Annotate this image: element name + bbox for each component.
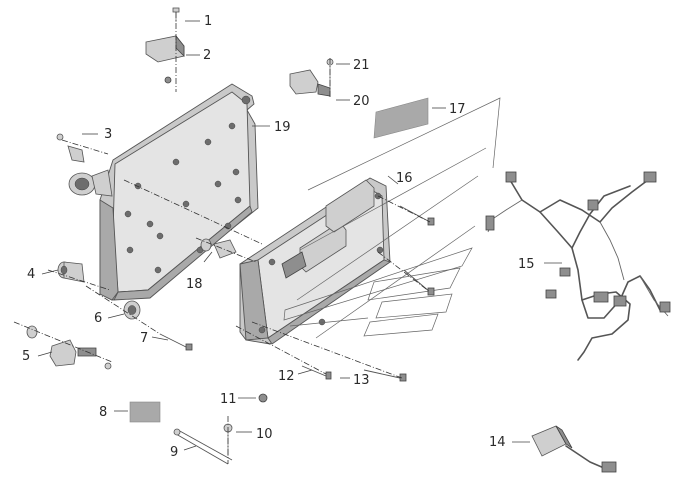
callout-18: 18	[186, 277, 203, 292]
callout-1: 1	[204, 14, 212, 29]
callout-4: 4	[27, 267, 35, 282]
mounting-plate	[68, 83, 259, 301]
callout-17: 17	[449, 102, 466, 117]
callout-7: 7	[140, 331, 148, 346]
wire-harness	[485, 171, 671, 361]
small-parts	[26, 7, 435, 465]
callout-3: 3	[104, 127, 112, 142]
callout-6: 6	[94, 311, 102, 326]
callout-10: 10	[256, 427, 273, 442]
sensor-cable	[531, 425, 617, 473]
callout-15: 15	[518, 257, 535, 272]
leader-lines	[37, 20, 562, 451]
callout-8: 8	[99, 405, 107, 420]
label-plate	[373, 97, 429, 139]
callout-numbers: 1 2 3 4 5 6 7 8 9 10 11 12 13 14 15 16 1…	[22, 14, 535, 460]
callout-20: 20	[353, 94, 370, 109]
callout-11: 11	[220, 392, 237, 407]
callout-9: 9	[170, 445, 178, 460]
centre-lines	[13, 12, 431, 464]
label-sheet-outlines	[283, 97, 501, 339]
callout-12: 12	[278, 369, 295, 384]
callout-19: 19	[274, 120, 291, 135]
callout-13: 13	[353, 373, 370, 388]
callout-5: 5	[22, 349, 30, 364]
callout-16: 16	[396, 171, 413, 186]
callout-14: 14	[489, 435, 506, 450]
controller-module	[239, 177, 391, 345]
callout-21: 21	[353, 58, 370, 73]
callout-2: 2	[203, 48, 211, 63]
